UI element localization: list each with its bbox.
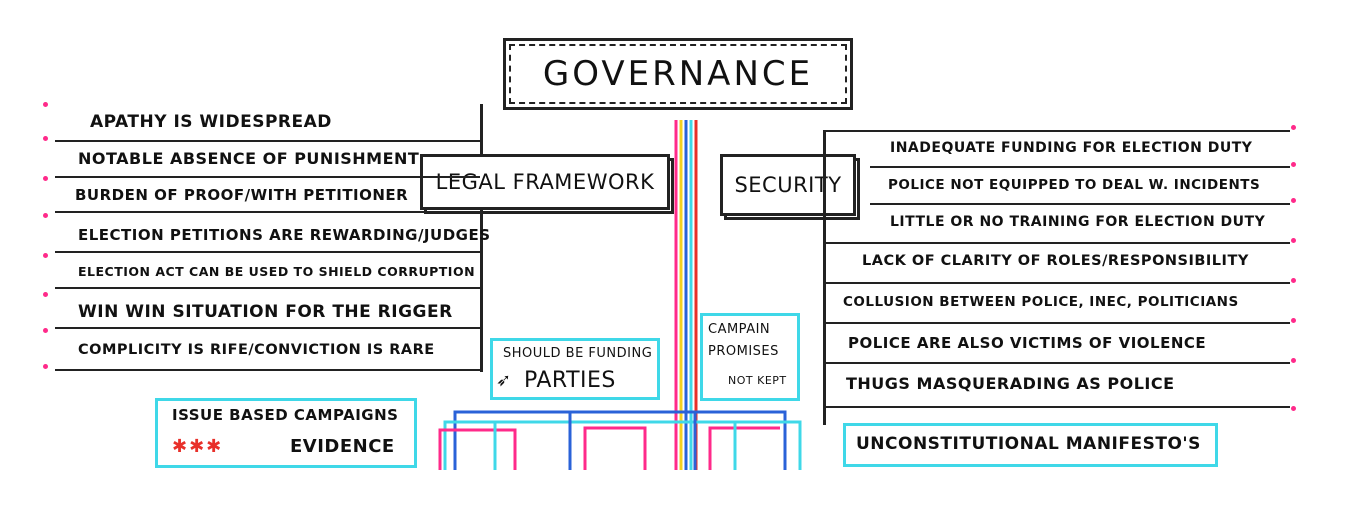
issue-line-2: EVIDENCE bbox=[290, 436, 395, 457]
right-item-rule bbox=[825, 130, 1290, 132]
bottom-branches bbox=[438, 410, 802, 470]
right-item-rule bbox=[870, 166, 1290, 168]
right-item: LITTLE or NO TRAINING for ELECTION DUTY bbox=[890, 214, 1266, 230]
campaign-line-3: NOT KEPT bbox=[728, 374, 787, 387]
left-bullet-dot bbox=[43, 328, 48, 333]
issue-line-1: ISSUE BASED CAMPAIGNS bbox=[172, 406, 399, 424]
left-item: COMPLICITY IS RIFE/CONVICTION IS RARE bbox=[78, 342, 435, 358]
left-bullet-dot bbox=[43, 253, 48, 258]
right-bullet-dot bbox=[1291, 318, 1296, 323]
left-item: ELECTION ACT CAN BE USED TO SHIELD CORRU… bbox=[78, 264, 476, 279]
right-item-rule bbox=[825, 282, 1290, 284]
security-box: SECURITY bbox=[720, 154, 856, 216]
left-bullet-dot bbox=[43, 364, 48, 369]
left-bullet-dot bbox=[43, 102, 48, 107]
right-item: INADEQUATE FUNDING for ELECTION DUTY bbox=[890, 140, 1253, 156]
left-bullet-dot bbox=[43, 213, 48, 218]
title-box-dashed-border bbox=[509, 44, 847, 104]
diagram-title: GOVERNANCE bbox=[542, 54, 814, 94]
left-item-rule bbox=[55, 287, 480, 289]
right-bullet-dot bbox=[1291, 125, 1296, 130]
right-column-rule bbox=[823, 130, 826, 425]
left-item-rule bbox=[55, 327, 480, 329]
right-item-rule bbox=[825, 406, 1290, 408]
arrow-icon: ➶ bbox=[496, 370, 512, 391]
campaign-line-2: PROMISES bbox=[708, 344, 779, 359]
right-item: COLLUSION BETWEEN POLICE, INEC, POLITICI… bbox=[843, 294, 1239, 310]
left-item: NOTABLE ABSENCE of PUNISHMENT bbox=[78, 149, 420, 168]
left-item: WIN WIN SITUATION for THE RIGGER bbox=[78, 302, 453, 322]
manifestos-box bbox=[843, 423, 1218, 467]
left-item-rule bbox=[55, 251, 480, 253]
legal-framework-label: LEGAL FRAMEWORK bbox=[435, 170, 655, 194]
left-item-rule bbox=[55, 176, 480, 178]
funding-parties-box bbox=[490, 338, 660, 400]
left-column-rule bbox=[480, 104, 483, 372]
right-bullet-dot bbox=[1291, 198, 1296, 203]
right-bullet-dot bbox=[1291, 162, 1296, 167]
campaign-promises-box bbox=[700, 313, 800, 401]
funding-line-1: SHOULD BE FUNDING bbox=[503, 346, 653, 361]
title-box: GOVERNANCE bbox=[503, 38, 853, 110]
right-item-rule bbox=[825, 242, 1290, 244]
stars-icon: ✱✱✱ bbox=[172, 436, 224, 457]
right-item: POLICE ARE ALSO VICTIMS of VIOLENCE bbox=[848, 334, 1207, 352]
left-item-rule bbox=[55, 140, 480, 142]
right-bullet-dot bbox=[1291, 238, 1296, 243]
funding-line-2: PARTIES bbox=[524, 368, 616, 393]
right-bullet-dot bbox=[1291, 278, 1296, 283]
left-item: BURDEN OF PROOF/WITH PETITIONER bbox=[75, 186, 409, 204]
right-bullet-dot bbox=[1291, 406, 1296, 411]
left-item-rule bbox=[55, 369, 480, 371]
right-item-rule bbox=[825, 322, 1290, 324]
right-bullet-dot bbox=[1291, 358, 1296, 363]
issue-campaigns-box bbox=[155, 398, 417, 468]
left-bullet-dot bbox=[43, 136, 48, 141]
left-item: APATHY IS WIDESPREAD bbox=[90, 112, 332, 132]
left-item: ELECTION PETITIONS ARE REWARDING/JUDGES bbox=[78, 226, 491, 244]
left-bullet-dot bbox=[43, 292, 48, 297]
right-item-rule bbox=[825, 362, 1290, 364]
right-item-rule bbox=[870, 203, 1290, 205]
right-item: LACK of CLARITY of ROLES/RESPONSIBILITY bbox=[862, 253, 1249, 269]
left-bullet-dot bbox=[43, 176, 48, 181]
right-item: POLICE NOT EQUIPPED TO DEAL W. INCIDENTS bbox=[888, 177, 1261, 193]
left-item-rule bbox=[55, 211, 480, 213]
manifestos-label: UNCONSTITUTIONAL MANIFESTO'S bbox=[856, 434, 1201, 454]
campaign-line-1: CAMPAIN bbox=[708, 322, 771, 337]
legal-framework-box: LEGAL FRAMEWORK bbox=[420, 154, 670, 210]
right-item: THUGS MASQUERADING AS POLICE bbox=[846, 374, 1175, 393]
